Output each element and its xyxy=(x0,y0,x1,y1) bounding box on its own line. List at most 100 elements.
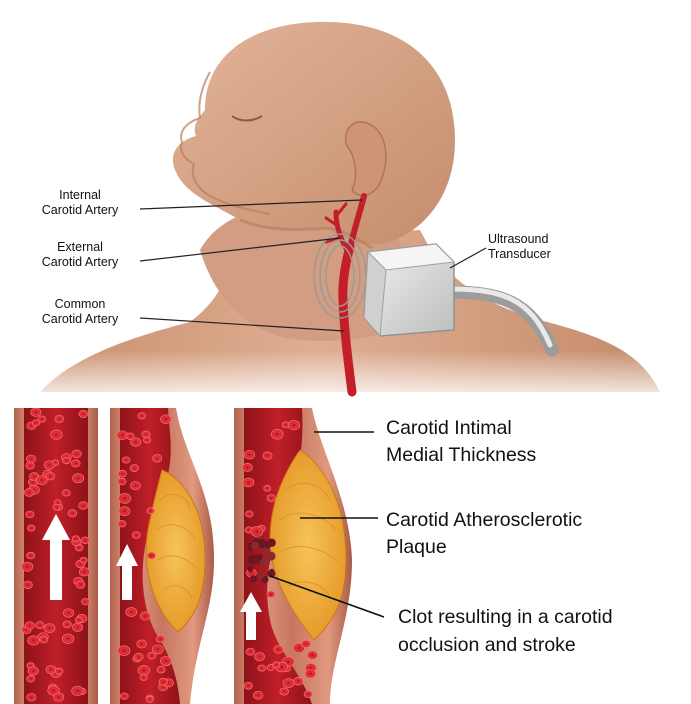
red-blood-cell xyxy=(79,568,89,576)
red-blood-cell xyxy=(119,494,131,504)
label-plaque-line1: Carotid Atherosclerotic xyxy=(386,509,582,531)
red-blood-cell xyxy=(160,657,171,666)
leader-transducer xyxy=(450,248,486,268)
red-blood-cell xyxy=(44,461,54,469)
red-blood-cell xyxy=(131,482,141,490)
red-blood-cell xyxy=(267,495,275,502)
red-blood-cell xyxy=(55,668,63,674)
label-transducer-line1: Ultrasound xyxy=(488,232,548,246)
red-blood-cell xyxy=(22,562,33,571)
red-blood-cell xyxy=(54,693,64,701)
red-blood-cell xyxy=(253,691,263,699)
red-blood-cell xyxy=(274,646,283,654)
red-blood-cell xyxy=(53,504,60,510)
red-blood-cell xyxy=(73,474,84,483)
red-blood-cell xyxy=(80,557,87,563)
red-blood-cell xyxy=(273,662,280,668)
red-blood-cell xyxy=(36,622,45,629)
label-external-line2: Carotid Artery xyxy=(42,255,119,269)
clot-particle xyxy=(251,542,259,550)
red-blood-cell xyxy=(73,623,83,631)
red-blood-cell xyxy=(147,508,154,514)
label-transducer-line2: Transducer xyxy=(488,247,551,261)
red-blood-cell xyxy=(246,648,255,655)
red-blood-cell xyxy=(118,521,126,527)
red-blood-cell xyxy=(32,420,39,426)
red-blood-cell xyxy=(26,511,34,518)
red-blood-cell xyxy=(72,450,81,458)
red-blood-cell xyxy=(143,437,150,443)
red-blood-cell xyxy=(140,612,150,620)
red-blood-cell xyxy=(251,527,263,537)
red-blood-cell xyxy=(244,450,255,459)
red-blood-cell xyxy=(23,581,32,589)
red-blood-cell xyxy=(243,478,254,487)
red-blood-cell xyxy=(27,675,35,682)
red-blood-cell xyxy=(79,502,88,510)
red-blood-cell xyxy=(130,465,138,472)
red-blood-cell xyxy=(293,677,302,685)
red-blood-cell xyxy=(63,609,73,617)
red-blood-cell xyxy=(81,537,89,544)
red-blood-cell xyxy=(63,457,71,464)
red-blood-cell xyxy=(118,470,126,477)
label-plaque-line2: Plaque xyxy=(386,536,447,558)
red-blood-cell xyxy=(72,686,84,696)
clot-particle xyxy=(248,566,254,572)
red-blood-cell xyxy=(63,621,71,628)
red-blood-cell xyxy=(246,511,254,517)
label-internal-line2: Carotid Artery xyxy=(42,203,119,217)
red-blood-cell xyxy=(134,653,143,660)
vessel-plaque xyxy=(110,408,214,704)
red-blood-cell xyxy=(79,410,88,417)
red-blood-cell xyxy=(118,478,126,485)
label-common-line1: Common xyxy=(55,297,106,311)
red-blood-cell xyxy=(132,532,140,539)
red-blood-cell xyxy=(258,665,266,671)
head xyxy=(173,22,455,244)
red-blood-cell xyxy=(119,507,130,516)
red-blood-cell xyxy=(55,415,64,422)
red-blood-cell xyxy=(138,666,149,675)
red-blood-cell xyxy=(26,455,35,463)
red-blood-cell xyxy=(25,622,34,630)
red-blood-cell xyxy=(159,678,168,685)
red-blood-cell xyxy=(44,624,55,633)
red-blood-cell xyxy=(31,408,41,416)
red-blood-cell xyxy=(122,457,130,463)
red-blood-cell xyxy=(138,413,146,419)
red-blood-cell xyxy=(140,674,147,680)
red-blood-cell xyxy=(27,525,35,531)
vessel-clot xyxy=(234,408,352,704)
red-blood-cell xyxy=(28,636,39,645)
label-external-line1: External xyxy=(57,240,103,254)
red-blood-cell xyxy=(126,608,137,617)
red-blood-cell xyxy=(28,667,38,675)
red-blood-cell xyxy=(82,599,90,605)
red-blood-cell xyxy=(308,651,318,659)
red-blood-cell xyxy=(157,666,165,673)
clot-particle xyxy=(250,575,257,582)
label-imt-line2: Medial Thickness xyxy=(386,444,537,466)
clot-particle xyxy=(267,539,276,548)
red-blood-cell xyxy=(142,431,150,438)
label-clot-line1: Clot resulting in a carotid xyxy=(398,606,613,628)
red-blood-cell xyxy=(288,420,300,429)
clot-particle xyxy=(255,554,262,561)
red-blood-cell xyxy=(46,665,56,673)
red-blood-cell xyxy=(271,429,283,439)
red-blood-cell xyxy=(153,455,162,463)
red-blood-cell xyxy=(244,682,252,689)
red-blood-cell xyxy=(76,581,85,588)
red-blood-cell xyxy=(24,489,33,497)
red-blood-cell xyxy=(72,536,79,542)
red-blood-cell xyxy=(137,640,147,648)
red-blood-cell xyxy=(75,617,82,623)
red-blood-cell xyxy=(71,460,80,467)
red-blood-cell xyxy=(62,634,74,643)
label-imt-line1: Carotid Intimal xyxy=(386,417,512,439)
red-blood-cell xyxy=(27,552,35,559)
red-blood-cell xyxy=(302,640,310,647)
red-blood-cell xyxy=(148,652,156,659)
red-blood-cell xyxy=(147,552,155,559)
